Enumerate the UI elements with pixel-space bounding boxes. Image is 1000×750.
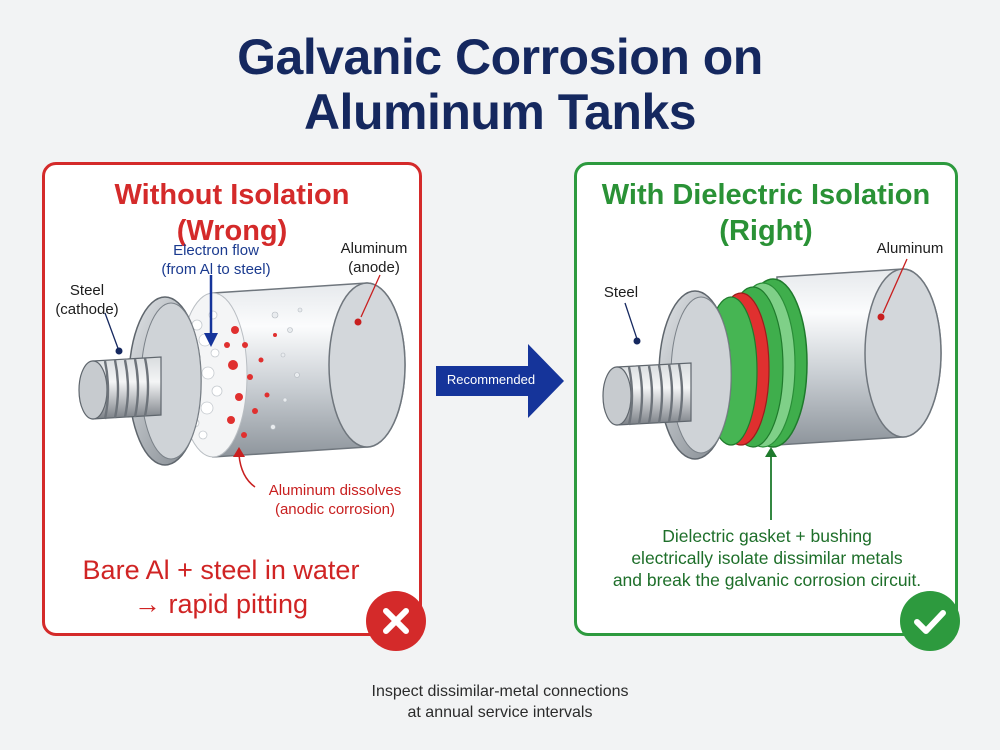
right-title-line-2: (Right) (719, 215, 813, 247)
title-line-1: Galvanic Corrosion on (237, 29, 763, 85)
right-panel: With Dielectric Isolation (Right) (574, 162, 960, 651)
bolt-threads (627, 363, 684, 426)
aluminum-anode-label: Aluminum (anode) (330, 239, 418, 277)
wrong-result-message: Bare Al + steel in water → rapid pitting (61, 553, 381, 621)
recommended-arrow: Recommended (430, 340, 570, 422)
wrong-assembly-illustration (78, 274, 406, 488)
wrong-message-line-2: → rapid pitting (133, 589, 309, 619)
footer-line-2: at annual service intervals (407, 704, 593, 721)
dissolving-particles (270, 307, 303, 430)
electron-label-line-1: Electron flow (173, 242, 259, 259)
dielectric-isolation-note: Dielectric gasket + bushing electrically… (581, 525, 953, 591)
aluminum-label-line-2: (anode) (348, 259, 400, 276)
wrong-title-line-1: Without Isolation (114, 179, 350, 211)
wrong-message-line-1: Bare Al + steel in water (82, 555, 360, 585)
electron-flow-label: Electron flow (from Al to steel) (141, 241, 291, 279)
footer-line-1: Inspect dissimilar-metal connections (371, 683, 629, 700)
x-icon (366, 591, 426, 651)
steel-label: Steel (603, 284, 639, 301)
dissolves-label-line-2: (anodic corrosion) (274, 501, 396, 518)
right-assembly-illustration (602, 258, 942, 520)
note-line-3: and break the galvanic corrosion circuit… (612, 570, 922, 590)
aluminum-cylinder-end (328, 282, 406, 448)
dissolves-label-line-1: Aluminum dissolves (268, 482, 402, 499)
note-line-2: electrically isolate dissimilar metals (631, 548, 903, 568)
footer-note: Inspect dissimilar-metal connections at … (0, 681, 1000, 723)
electron-label-line-2: (from Al to steel) (161, 261, 271, 278)
steel-label-line-2: (cathode) (55, 301, 119, 318)
wrong-panel-title: Without Isolation (Wrong) (45, 177, 419, 249)
arrow-right-icon (436, 344, 564, 418)
title-line-2: Aluminum Tanks (303, 84, 697, 140)
aluminum-cylinder-end (864, 268, 942, 438)
wrong-title-line-2: (Wrong) (176, 215, 288, 247)
recommended-label: Recommended (446, 372, 536, 387)
note-line-1: Dielectric gasket + bushing (662, 526, 872, 546)
aluminum-dissolves-label: Aluminum dissolves (anodic corrosion) (253, 481, 417, 519)
steel-cathode-label: Steel (cathode) (47, 281, 127, 319)
steel-label-line-1: Steel (69, 282, 105, 299)
wrong-panel: Without Isolation (Wrong) (42, 162, 426, 651)
bolt-threads (103, 357, 150, 420)
right-title-line-1: With Dielectric Isolation (601, 179, 931, 211)
check-icon (900, 591, 960, 651)
page-title: Galvanic Corrosion on Aluminum Tanks (0, 30, 1000, 140)
aluminum-label: Aluminum (876, 240, 944, 257)
right-panel-title: With Dielectric Isolation (Right) (577, 177, 955, 249)
red-corrosion-particles (224, 326, 277, 438)
aluminum-label-line-1: Aluminum (340, 240, 408, 257)
